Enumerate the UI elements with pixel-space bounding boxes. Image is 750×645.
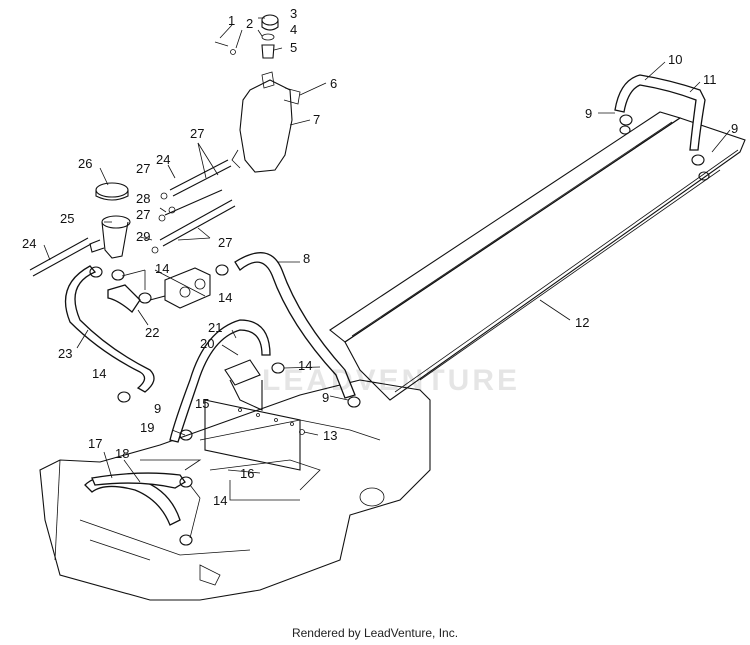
coolant-hoses: [64, 74, 706, 526]
callout-12: 12: [575, 315, 589, 330]
callout-9-right: 9: [731, 121, 738, 136]
callout-23: 23: [58, 346, 72, 361]
callout-16: 16: [240, 466, 254, 481]
callout-27-upper-left: 27: [136, 161, 150, 176]
callout-labels: 1 2 3 4 5 6 7 8 9 9 9 9 10 11 12 13 14 1…: [22, 6, 738, 508]
callout-14-pump: 14: [155, 261, 169, 276]
callout-26: 26: [78, 156, 92, 171]
callout-9-center: 9: [322, 390, 329, 405]
callout-24-left: 24: [22, 236, 36, 251]
coolant-bottle: [231, 71, 301, 173]
callout-14-hose: 14: [218, 290, 232, 305]
cap-assembly: [214, 14, 279, 59]
callout-1: 1: [228, 13, 235, 28]
callout-14-left: 14: [92, 366, 106, 381]
callout-19: 19: [140, 420, 154, 435]
callout-3: 3: [290, 6, 297, 21]
callout-7: 7: [313, 112, 320, 127]
callout-8: 8: [303, 251, 310, 266]
mounting-bracket: [204, 359, 301, 471]
callout-15: 15: [195, 396, 209, 411]
water-pump-union: [149, 267, 211, 309]
chassis-bulkhead: [39, 379, 431, 601]
callout-14-center: 14: [298, 358, 312, 373]
heat-exchanger-rails: [329, 111, 746, 401]
callout-29: 29: [136, 229, 150, 244]
callout-9-left: 9: [154, 401, 161, 416]
callout-4: 4: [290, 22, 297, 37]
callout-18: 18: [115, 446, 129, 461]
callout-27-lower: 27: [218, 235, 232, 250]
callout-21: 21: [208, 320, 222, 335]
thermostat-housing: [89, 182, 131, 259]
bleed-tubes: [29, 159, 236, 277]
callout-13: 13: [323, 428, 337, 443]
callout-28: 28: [136, 191, 150, 206]
callout-27-mid: 27: [136, 207, 150, 222]
callout-17: 17: [88, 436, 102, 451]
callout-22: 22: [145, 325, 159, 340]
callout-5: 5: [290, 40, 297, 55]
watermark: LEADVENTURE: [262, 364, 521, 397]
callout-10: 10: [668, 52, 682, 67]
callout-20: 20: [200, 336, 214, 351]
callout-6: 6: [330, 76, 337, 91]
footer-credit: Rendered by LeadVenture, Inc.: [291, 626, 459, 640]
callout-9-right-upper: 9: [585, 106, 592, 121]
callout-27-top: 27: [190, 126, 204, 141]
callout-2: 2: [246, 16, 253, 31]
callout-24-top: 24: [156, 152, 170, 167]
callout-11: 11: [703, 72, 717, 87]
callout-25: 25: [60, 211, 74, 226]
leader-lines: [43, 17, 731, 539]
callout-14-bottom: 14: [213, 493, 227, 508]
